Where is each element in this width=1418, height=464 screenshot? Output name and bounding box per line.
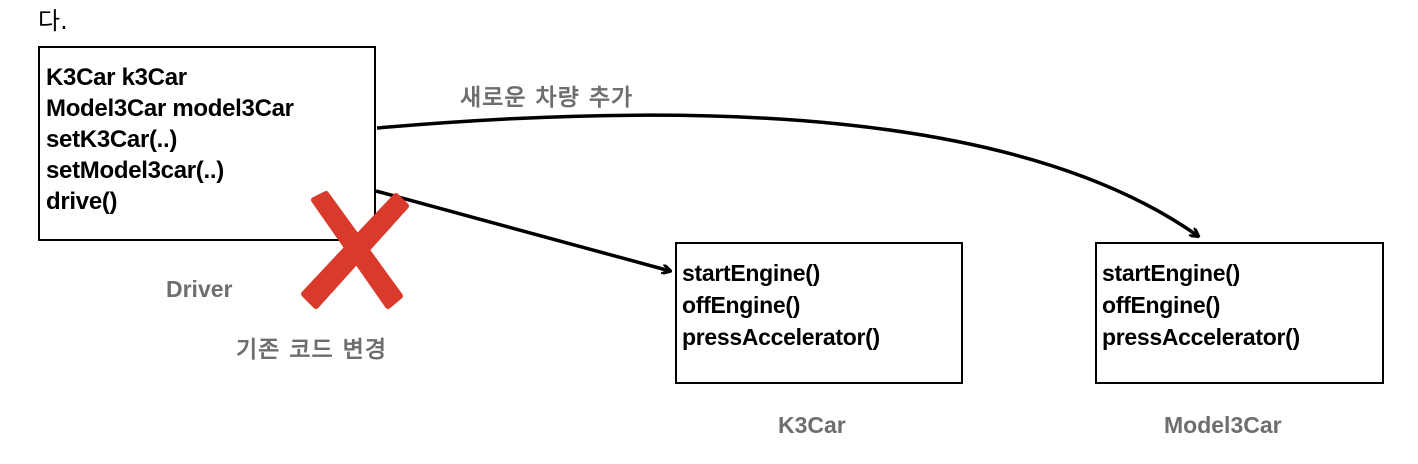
k3car-label: K3Car (778, 412, 846, 438)
arrow-driver-to-k3car (375, 189, 670, 271)
cross-mark-icon (301, 191, 409, 309)
k3car-class-box: startEngine() offEngine() pressAccelerat… (675, 242, 963, 384)
intro-text: 다. (38, 7, 68, 35)
arrow-driver-to-model3car (376, 113, 1198, 236)
driver-field: Model3Car model3Car (46, 95, 294, 122)
driver-method: drive() (46, 188, 118, 215)
model3car-label: Model3Car (1164, 412, 1282, 438)
new-car-label: 새로운 차량 추가 (460, 85, 634, 111)
k3car-method: offEngine() (682, 292, 801, 318)
driver-method: setK3Car(..) (46, 126, 178, 153)
model3car-method: pressAccelerator() (1102, 324, 1300, 350)
model3car-method: offEngine() (1102, 292, 1221, 318)
model3car-method: startEngine() (1102, 260, 1240, 286)
driver-class-box: K3Car k3Car Model3Car model3Car setK3Car… (38, 46, 376, 241)
code-change-label: 기존 코드 변경 (236, 337, 387, 363)
model3car-class-box: startEngine() offEngine() pressAccelerat… (1095, 242, 1384, 384)
k3car-method: pressAccelerator() (682, 324, 880, 350)
k3car-method: startEngine() (682, 260, 820, 286)
driver-method: setModel3car(..) (46, 157, 224, 184)
driver-label: Driver (166, 276, 233, 302)
driver-field: K3Car k3Car (46, 64, 187, 91)
